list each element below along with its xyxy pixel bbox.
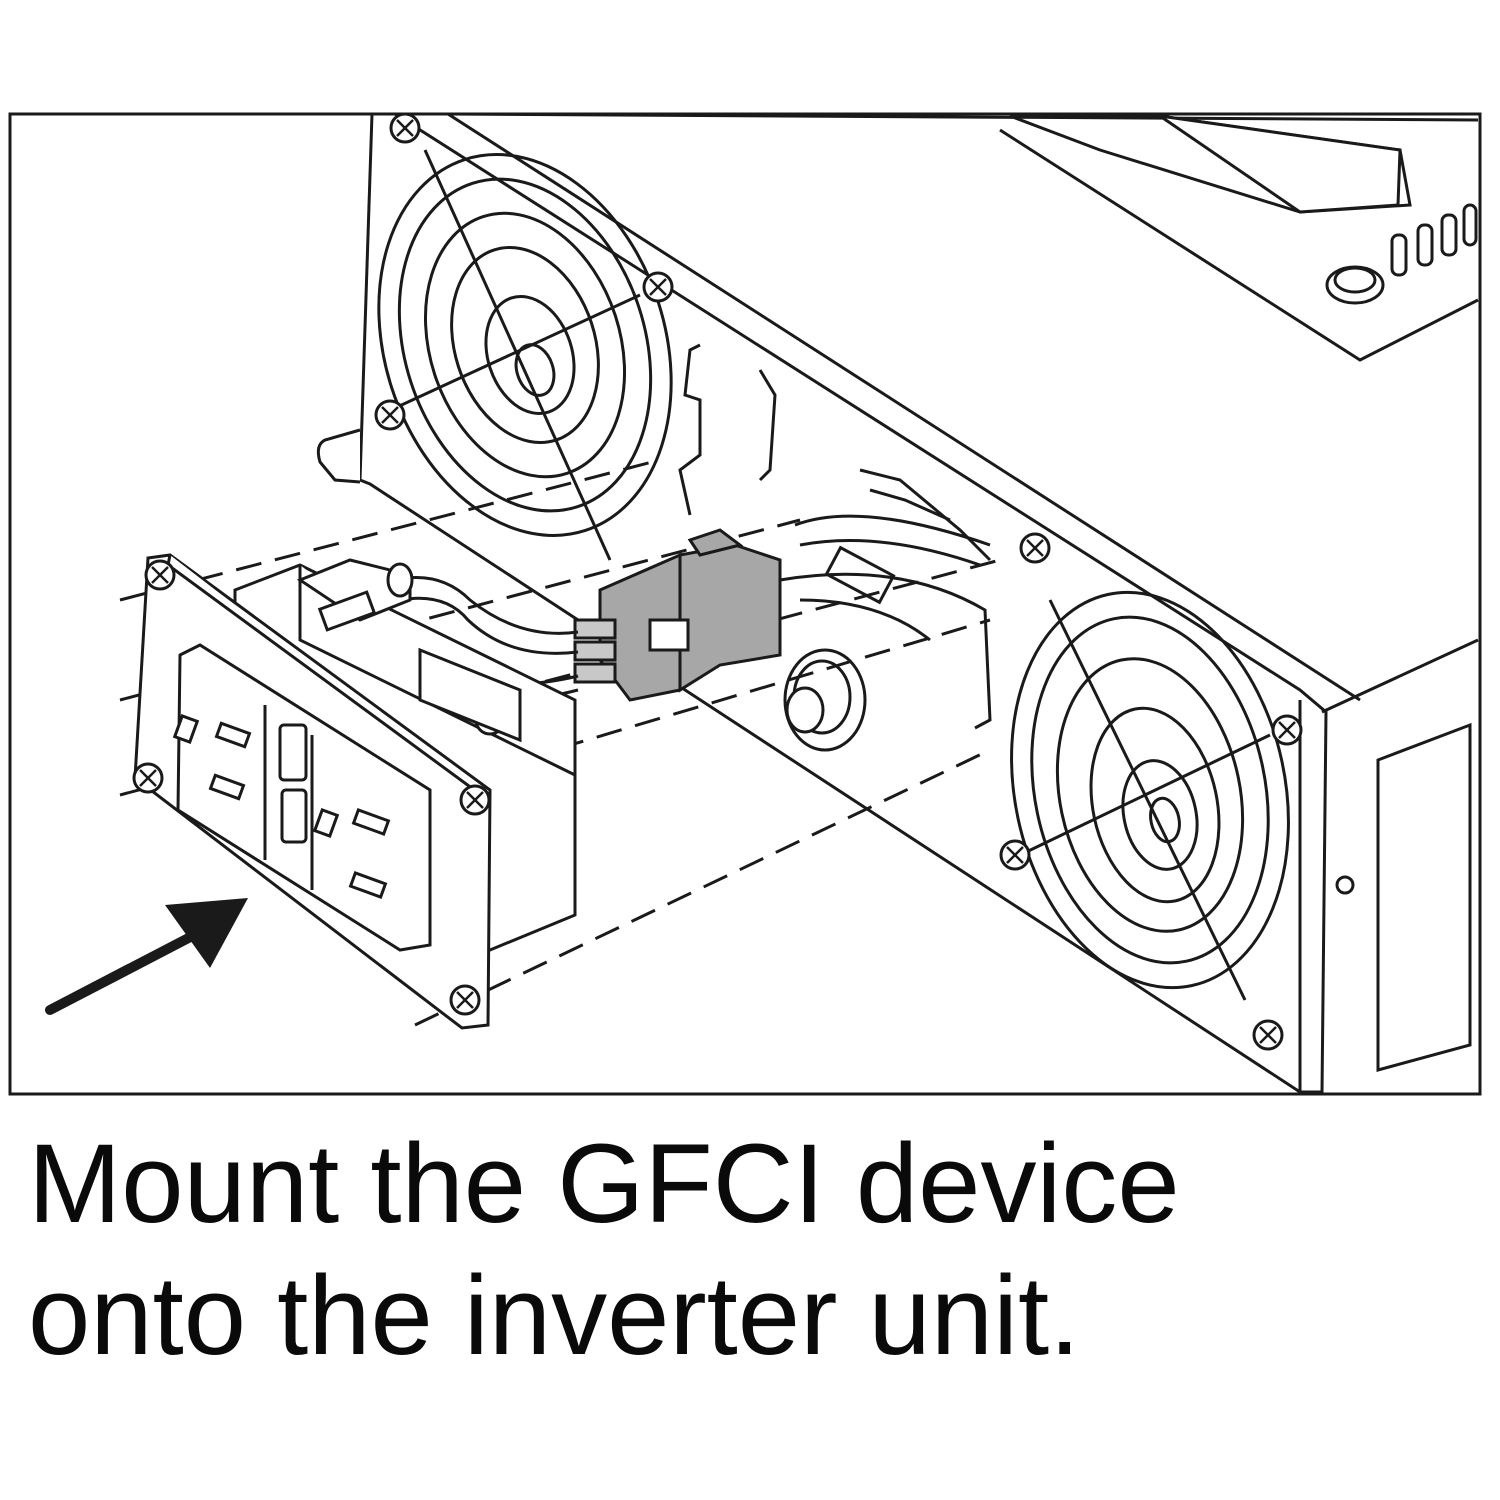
screw-icon bbox=[374, 399, 406, 431]
wire-connector bbox=[573, 528, 782, 702]
inverter-cavity bbox=[678, 343, 992, 730]
screw-icon bbox=[1019, 532, 1051, 564]
outlet-icon bbox=[172, 643, 432, 952]
diagram-caption: Mount the GFCI device onto the inverter … bbox=[28, 1118, 1468, 1382]
caption-line-2: onto the inverter unit. bbox=[28, 1253, 1081, 1378]
screw-icon bbox=[1271, 714, 1303, 746]
screw-icon bbox=[389, 112, 421, 144]
caption-line-1: Mount the GFCI device bbox=[28, 1121, 1180, 1246]
screw-icon bbox=[144, 559, 176, 591]
screw-icon bbox=[999, 839, 1031, 871]
mounting-tab bbox=[316, 428, 361, 484]
screw-icon bbox=[132, 762, 164, 794]
adjust-knob bbox=[783, 648, 867, 752]
arrow-icon bbox=[45, 898, 248, 1015]
fan-guard-icon bbox=[1010, 590, 1290, 1001]
control-buttons bbox=[1325, 203, 1478, 305]
screw-icon bbox=[1252, 1019, 1284, 1051]
screw-icon bbox=[459, 784, 491, 816]
alignment-guides bbox=[119, 458, 1001, 1027]
screw-icon bbox=[449, 984, 481, 1016]
screw-icon bbox=[642, 271, 674, 303]
